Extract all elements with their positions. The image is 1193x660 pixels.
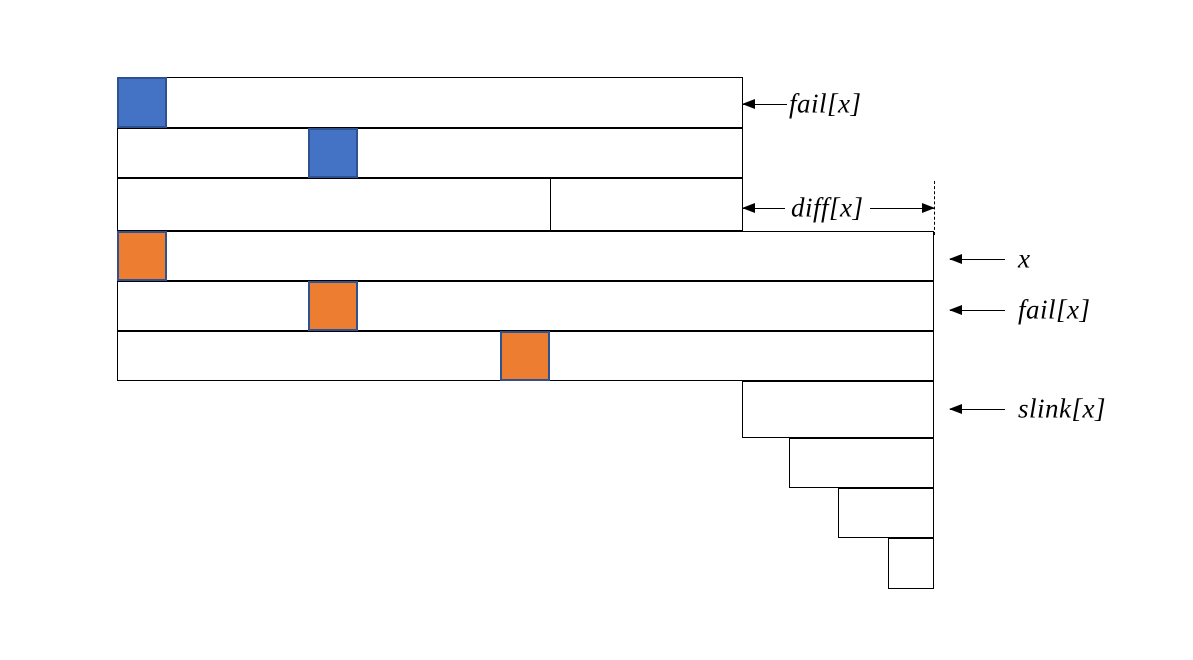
staircase-step-4 [888, 538, 934, 589]
row-3-divider [550, 178, 551, 231]
label-fail-top-text: fail[x] [789, 88, 862, 119]
staircase-step-2 [789, 438, 934, 488]
marker-square-orange-1 [117, 231, 167, 281]
label-slink-text: slink[x] [1018, 393, 1106, 424]
bar-row-4 [117, 231, 934, 281]
arrowhead-left-icon [949, 403, 962, 414]
bar-row-5 [117, 281, 934, 331]
label-diff: diff[x] [785, 192, 870, 224]
label-x-text: x [1018, 243, 1031, 274]
staircase-step-1 [742, 381, 934, 438]
bar-row-3 [117, 178, 743, 231]
marker-square-orange-2 [308, 281, 358, 331]
marker-square-blue-2 [308, 128, 358, 178]
marker-square-orange-3 [500, 331, 550, 381]
marker-square-blue-1 [117, 77, 167, 128]
label-fail-mid: fail[x] [1018, 295, 1091, 326]
bar-row-1 [117, 77, 743, 128]
label-slink: slink[x] [1018, 394, 1106, 425]
arrowhead-left-icon [949, 253, 962, 264]
label-fail-mid-text: fail[x] [1018, 294, 1091, 325]
arrowhead-left-icon [949, 304, 962, 315]
arrowhead-left-icon [742, 202, 755, 213]
arrowhead-right-icon [922, 202, 935, 213]
staircase-step-3 [838, 488, 934, 538]
arrowhead-left-icon [742, 98, 755, 109]
bar-row-2 [117, 128, 743, 178]
label-x: x [1018, 244, 1030, 275]
label-diff-text: diff[x] [791, 192, 864, 223]
label-fail-top: fail[x] [789, 89, 862, 120]
